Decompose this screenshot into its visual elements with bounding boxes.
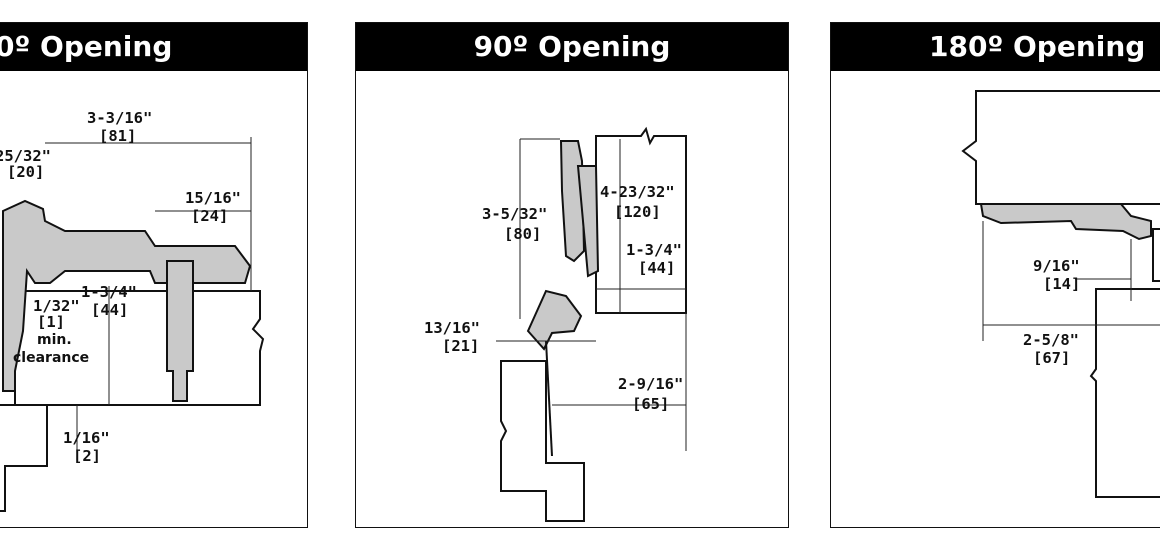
- dim-note: min.: [37, 332, 72, 348]
- dim-label-mm: [80]: [504, 225, 541, 243]
- hinge-leaf: [576, 165, 600, 278]
- hinge-profile: [2, 199, 252, 392]
- dim-label-mm: [2]: [73, 447, 101, 465]
- dim-label-in: 1-3/4": [81, 283, 137, 301]
- door-outline: [14, 290, 265, 406]
- panel-title-text: 90º Opening: [473, 30, 671, 63]
- dim-label-mm: [120]: [614, 203, 661, 221]
- dim-label-in: 4-23/32": [600, 183, 675, 201]
- dim-label-in: 3-5/32": [482, 205, 547, 223]
- dim-label-mm: [81]: [99, 127, 136, 145]
- frame-outline: [1089, 288, 1160, 498]
- frame-outline: [500, 360, 585, 522]
- dim-note: clearance: [13, 350, 89, 366]
- hinge-profile: [979, 203, 1152, 241]
- dim-label-in: 3-3/16": [87, 109, 152, 127]
- door-outline: [961, 90, 1160, 205]
- hinge-knuckle: [526, 289, 583, 351]
- dim-label-mm: [44]: [638, 259, 675, 277]
- hinge-drawing-180: 9/16" [14] 2-5/8" [67]: [961, 90, 1160, 498]
- hinge-drawing-0: 3-3/16" [81] 25/32" [20] 15/16" [24] 1-3…: [0, 109, 265, 512]
- dim-label-in: 9/16": [1033, 257, 1080, 275]
- pin-screw: [166, 260, 194, 402]
- panel-title-text: 0º Opening: [0, 30, 173, 63]
- dim-label-in: 25/32": [0, 147, 51, 165]
- dim-label-in: 15/16": [185, 189, 241, 207]
- dim-label-in: 2-9/16": [618, 375, 683, 393]
- dim-label-mm: [65]: [632, 395, 669, 413]
- dim-label-mm: [67]: [1033, 349, 1070, 367]
- panel-180-opening: 180º Opening 9/16" [14] 2-5/8" [67]: [830, 22, 1160, 528]
- hinge-knuckle: [1152, 228, 1160, 282]
- door-outline: [595, 126, 687, 314]
- frame-outline: [0, 404, 48, 512]
- hinge-drawing-90: 3-5/32" [80] 4-23/32" [120] 1-3/4" [44] …: [424, 126, 687, 522]
- dim-label-mm: [44]: [91, 301, 128, 319]
- drawing-90-opening: 3-5/32" [80] 4-23/32" [120] 1-3/4" [44] …: [356, 71, 788, 527]
- dim-label-in: 1-3/4": [626, 241, 682, 259]
- panel-title: 90º Opening: [356, 23, 788, 71]
- dim-label-mm: [20]: [7, 163, 44, 181]
- hinge-strip: [545, 340, 553, 457]
- dim-label-in: 1/32": [33, 297, 80, 315]
- panel-0-opening: 0º Opening 3-3/16" [81] 25/32" [20] 15/1…: [0, 22, 308, 528]
- panel-title: 180º Opening: [831, 23, 1160, 71]
- panel-title: 0º Opening: [0, 23, 307, 71]
- drawing-0-opening: 3-3/16" [81] 25/32" [20] 15/16" [24] 1-3…: [0, 71, 307, 527]
- dim-label-mm: [14]: [1043, 275, 1080, 293]
- panel-title-text: 180º Opening: [929, 30, 1146, 63]
- panel-90-opening: 90º Opening 3-5/32" [80] 4-23/32" [120]: [355, 22, 789, 528]
- dim-label-mm: [24]: [191, 207, 228, 225]
- dim-label-mm: [1]: [37, 313, 65, 331]
- drawing-180-opening: 9/16" [14] 2-5/8" [67]: [831, 71, 1160, 527]
- dim-label-in: 2-5/8": [1023, 331, 1079, 349]
- dim-label-mm: [21]: [442, 337, 479, 355]
- dim-label-in: 13/16": [424, 319, 480, 337]
- dim-label-in: 1/16": [63, 429, 110, 447]
